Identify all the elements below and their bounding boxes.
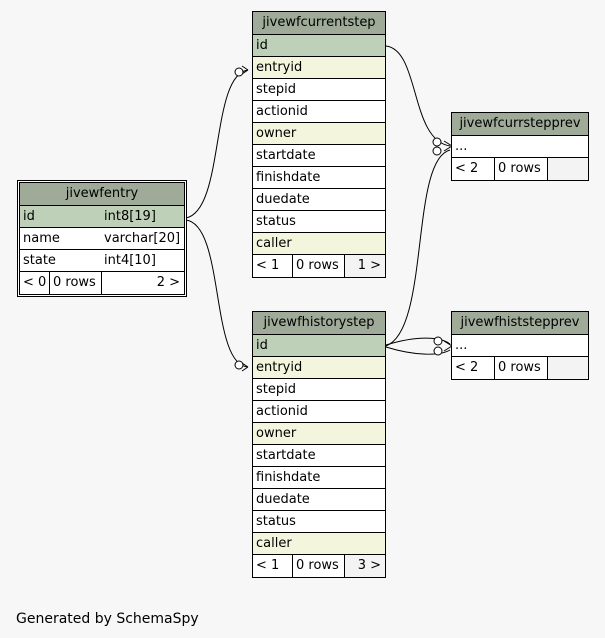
column-name: owner — [256, 126, 297, 141]
column-name: state — [23, 253, 56, 268]
optional-marker — [234, 360, 244, 370]
table-jivewfcurrstepprev[interactable]: jivewfcurrstepprev ... < 2 0 rows — [451, 112, 589, 181]
table-header[interactable]: jivewfhiststepprev — [452, 312, 588, 335]
row-count: 0 rows — [293, 255, 345, 277]
column-name: status — [256, 514, 296, 529]
children-count — [548, 357, 588, 379]
column-name: ... — [455, 338, 468, 353]
column-row: duedate — [253, 189, 385, 211]
table-footer: < 2 0 rows — [452, 158, 588, 180]
column-name: name — [23, 231, 60, 246]
parents-count[interactable]: < 0 — [20, 272, 50, 294]
optional-marker — [433, 336, 443, 346]
column-name: startdate — [256, 148, 316, 163]
column-row: duedate — [253, 489, 385, 511]
table-footer: < 1 0 rows 1 > — [253, 255, 385, 277]
edge-currentstep-currstepprev-a — [385, 45, 451, 147]
column-name: duedate — [256, 492, 310, 507]
table-footer: < 2 0 rows — [452, 357, 588, 379]
column-name: ... — [455, 139, 468, 154]
parents-count[interactable]: < 1 — [253, 255, 293, 277]
column-row: ... — [452, 136, 588, 158]
table-jivewfentry[interactable]: jivewfentry id int8[19] name varchar[20]… — [17, 180, 187, 297]
column-row: owner — [253, 123, 385, 145]
generated-by-label: Generated by SchemaSpy — [16, 611, 199, 627]
table-jivewfhistorystep[interactable]: jivewfhistorystep id entryid stepid acti… — [252, 311, 386, 578]
optional-marker — [432, 137, 442, 147]
optional-marker — [432, 146, 442, 156]
children-count[interactable]: 1 > — [345, 255, 385, 277]
column-type: int8[19] — [104, 209, 156, 224]
column-row: owner — [253, 423, 385, 445]
optional-marker — [234, 67, 244, 77]
row-count: 0 rows — [495, 158, 548, 180]
children-count[interactable]: 3 > — [345, 555, 385, 577]
column-name: id — [256, 338, 268, 353]
table-header[interactable]: jivewfcurrstepprev — [452, 113, 588, 136]
column-name: entryid — [256, 60, 303, 75]
column-name: caller — [256, 536, 292, 551]
column-row: finishdate — [253, 467, 385, 489]
row-count: 0 rows — [293, 555, 345, 577]
column-name: actionid — [256, 104, 308, 119]
optional-marker — [433, 346, 443, 356]
column-row: stepid — [253, 79, 385, 101]
column-row: caller — [253, 233, 385, 255]
column-row: entryid — [253, 57, 385, 79]
edge-historystep-histstepprev-a — [385, 337, 451, 346]
column-row: status — [253, 511, 385, 533]
column-name: duedate — [256, 192, 310, 207]
table-header[interactable]: jivewfentry — [20, 183, 184, 206]
column-name: finishdate — [256, 170, 321, 185]
column-row: actionid — [253, 401, 385, 423]
table-jivewfhiststepprev[interactable]: jivewfhiststepprev ... < 2 0 rows — [451, 311, 589, 380]
column-name: owner — [256, 426, 297, 441]
edge-entry-historystep — [185, 219, 249, 368]
parents-count[interactable]: < 1 — [253, 555, 293, 577]
table-footer: < 1 0 rows 3 > — [253, 555, 385, 577]
parents-count[interactable]: < 2 — [452, 158, 495, 180]
column-row: finishdate — [253, 167, 385, 189]
column-name: stepid — [256, 82, 296, 97]
table-header[interactable]: jivewfhistorystep — [253, 312, 385, 335]
column-row: id — [253, 335, 385, 357]
column-row: status — [253, 211, 385, 233]
column-name: id — [23, 209, 35, 224]
column-name: entryid — [256, 360, 303, 375]
column-row: caller — [253, 533, 385, 555]
edge-entry-currentstep — [185, 69, 249, 219]
column-type: int4[10] — [104, 253, 156, 268]
row-count: 0 rows — [50, 272, 102, 294]
table-footer: < 0 0 rows 2 > — [20, 272, 184, 294]
column-row: state int4[10] — [20, 250, 184, 272]
column-row: actionid — [253, 101, 385, 123]
parents-count[interactable]: < 2 — [452, 357, 495, 379]
children-count — [548, 158, 588, 180]
column-name: caller — [256, 236, 292, 251]
column-name: status — [256, 214, 296, 229]
column-name: stepid — [256, 382, 296, 397]
column-row: name varchar[20] — [20, 228, 184, 250]
edge-currentstep-currstepprev-b — [385, 149, 451, 347]
table-jivewfcurrentstep[interactable]: jivewfcurrentstep id entryid stepid acti… — [252, 11, 386, 278]
column-row: id — [253, 35, 385, 57]
table-header[interactable]: jivewfcurrentstep — [253, 12, 385, 35]
column-row: startdate — [253, 145, 385, 167]
column-row: stepid — [253, 379, 385, 401]
column-row: entryid — [253, 357, 385, 379]
column-row: startdate — [253, 445, 385, 467]
children-count[interactable]: 2 > — [156, 275, 180, 290]
row-count: 0 rows — [495, 357, 548, 379]
edge-historystep-histstepprev-b — [385, 346, 451, 355]
column-name: finishdate — [256, 470, 321, 485]
column-row: id int8[19] — [20, 206, 184, 228]
column-name: actionid — [256, 404, 308, 419]
column-type: varchar[20] — [104, 231, 181, 246]
column-row: ... — [452, 335, 588, 357]
column-name: id — [256, 38, 268, 53]
column-name: startdate — [256, 448, 316, 463]
